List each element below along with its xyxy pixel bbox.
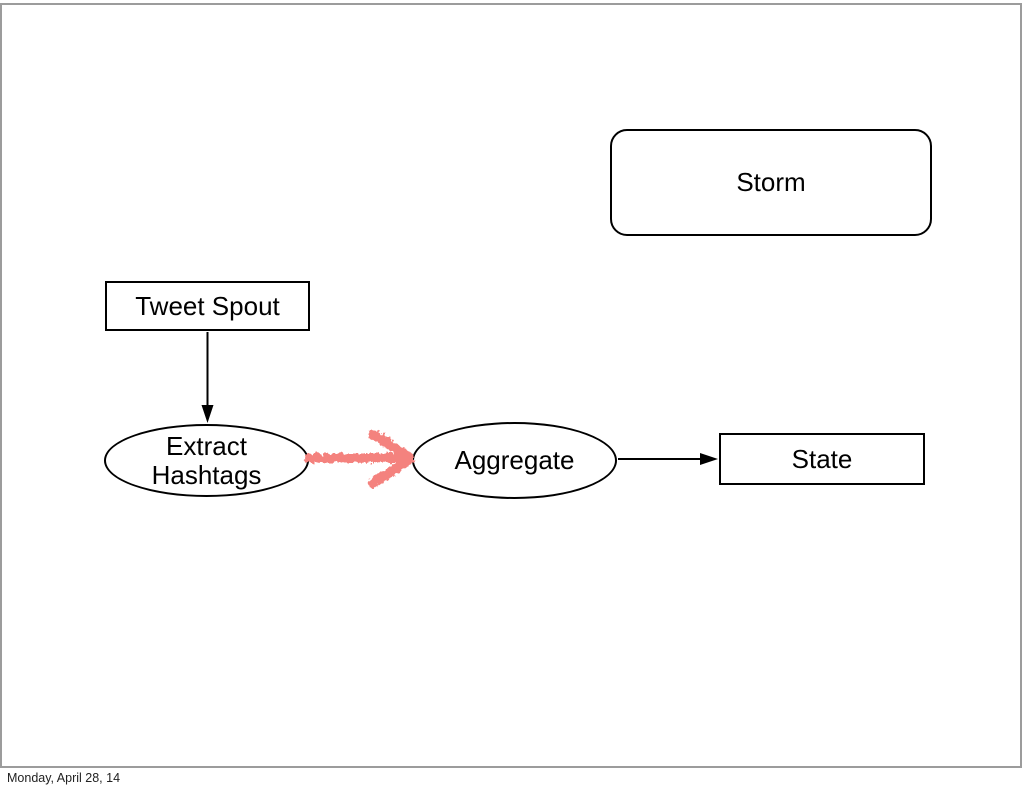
edge-extract-hashtags-to-aggregate-crayon-arrow [304, 429, 414, 488]
slide-frame: Storm Tweet Spout Extract Hashtags Aggre… [0, 3, 1022, 768]
node-storm-label: Storm [736, 167, 806, 197]
node-tweet-spout: Tweet Spout [105, 281, 310, 331]
footer-date: Monday, April 28, 14 [7, 771, 121, 785]
node-state-label: State [791, 443, 853, 474]
node-extract-hashtags-label-line1: Extract [166, 430, 247, 461]
edges-layer [201, 332, 718, 488]
node-storm: Storm [610, 129, 932, 236]
node-aggregate: Aggregate [412, 422, 617, 499]
node-tweet-spout-label: Tweet Spout [135, 290, 280, 321]
edge-aggregate-to-state-arrow [618, 453, 718, 465]
node-extract-hashtags-label-line2: Hashtags [151, 459, 262, 490]
edge-tweet-spout-to-extract-hashtags-arrow [201, 332, 214, 423]
node-state: State [719, 433, 925, 485]
node-extract-hashtags: Extract Hashtags [104, 424, 309, 497]
node-aggregate-label: Aggregate [454, 445, 575, 475]
